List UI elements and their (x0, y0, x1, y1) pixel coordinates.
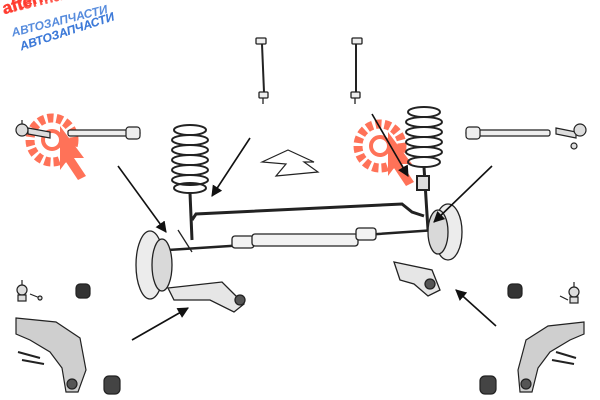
tie-rod-end-right (555, 123, 587, 150)
watermark-logo-left (25, 113, 86, 180)
control-arm-spare-left (15, 317, 87, 393)
pointer-arrows (117, 113, 497, 341)
bolt-set-left (17, 351, 45, 365)
direction-arrow (259, 149, 320, 177)
bushing-right (479, 283, 523, 395)
inner-tie-rod-right (465, 126, 551, 140)
stabilizer-link-right (350, 37, 363, 104)
control-arm-spare-right (517, 321, 585, 393)
bushing-left (75, 283, 121, 395)
stabilizer-link-left (255, 37, 269, 104)
steering-rack (167, 227, 437, 252)
wheel-hub-left (135, 229, 193, 300)
ball-joint-left (16, 280, 43, 302)
control-arm-left (167, 281, 246, 313)
coil-spring-left (171, 124, 209, 241)
stabilizer-bar (190, 202, 425, 221)
ball-joint-right (559, 282, 580, 304)
bolt-set-right (551, 351, 577, 365)
inner-tie-rod-left (67, 126, 141, 140)
control-arm-right (393, 261, 441, 297)
tie-rod-end-left (15, 120, 51, 139)
coil-spring-right (405, 106, 443, 231)
